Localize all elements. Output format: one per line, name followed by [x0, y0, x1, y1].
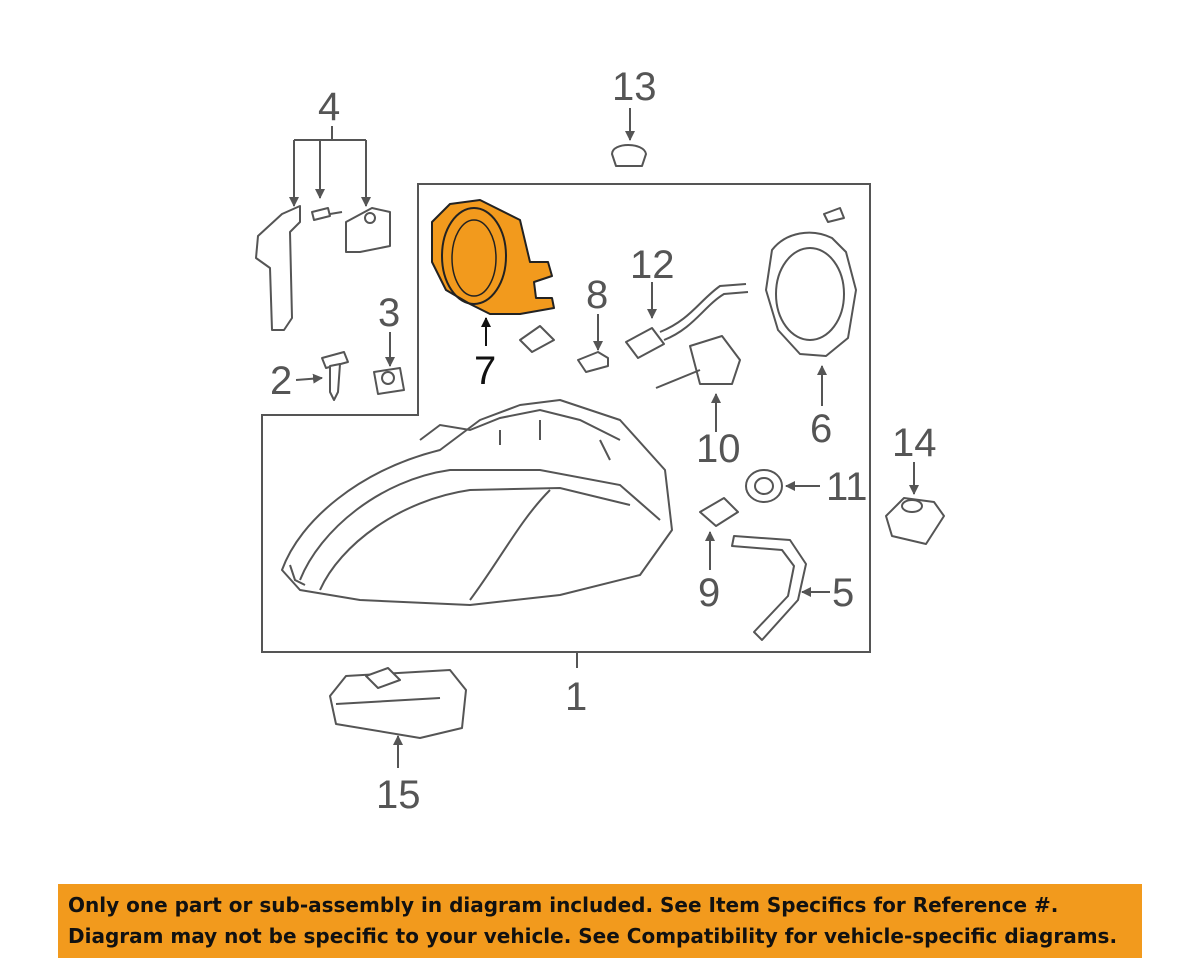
clip-part-3 [373, 367, 405, 395]
callout-1: 1 [565, 675, 587, 719]
callout-10: 10 [696, 427, 741, 471]
callout-7: 7 [474, 349, 496, 393]
assembly-outline [261, 183, 871, 653]
cap-part-13 [611, 144, 647, 167]
control-module-part-15 [329, 667, 467, 739]
mount-part-14 [885, 497, 945, 545]
disclaimer-banner: Only one part or sub-assembly in diagram… [58, 884, 1142, 958]
trim-strip-part-5 [731, 535, 807, 641]
callout-4: 4 [318, 85, 340, 129]
headlamp-assembly-part [281, 399, 673, 606]
bracket-part-4 [255, 205, 391, 331]
callout-14: 14 [892, 421, 937, 465]
callout-3: 3 [378, 291, 400, 335]
bulb-left [519, 325, 555, 353]
disclaimer-line-1: Only one part or sub-assembly in diagram… [68, 893, 1059, 917]
callout-6: 6 [810, 407, 832, 451]
callout-13: 13 [612, 65, 657, 109]
callout-2: 2 [270, 359, 292, 403]
leader-line-2 [295, 373, 323, 384]
callout-15: 15 [376, 773, 421, 817]
callout-12: 12 [630, 243, 675, 287]
callout-9: 9 [698, 571, 720, 615]
disclaimer-line-2: Diagram may not be specific to your vehi… [68, 924, 1118, 948]
ring-bracket-part-6 [765, 207, 857, 357]
headlamp-parts-diagram: 1 4 2 3 13 7 8 [255, 65, 945, 817]
callout-11: 11 [826, 465, 868, 509]
bulb-part-10 [655, 335, 741, 389]
cover-ring-part-7-highlighted [431, 199, 555, 315]
bulb-part-9 [699, 497, 739, 527]
bulb-part-8 [577, 351, 609, 373]
bulb-socket-part-12 [625, 283, 749, 359]
callout-5: 5 [832, 571, 854, 615]
screw-part-2 [321, 351, 349, 401]
callout-8: 8 [586, 273, 608, 317]
socket-part-11 [745, 469, 783, 503]
